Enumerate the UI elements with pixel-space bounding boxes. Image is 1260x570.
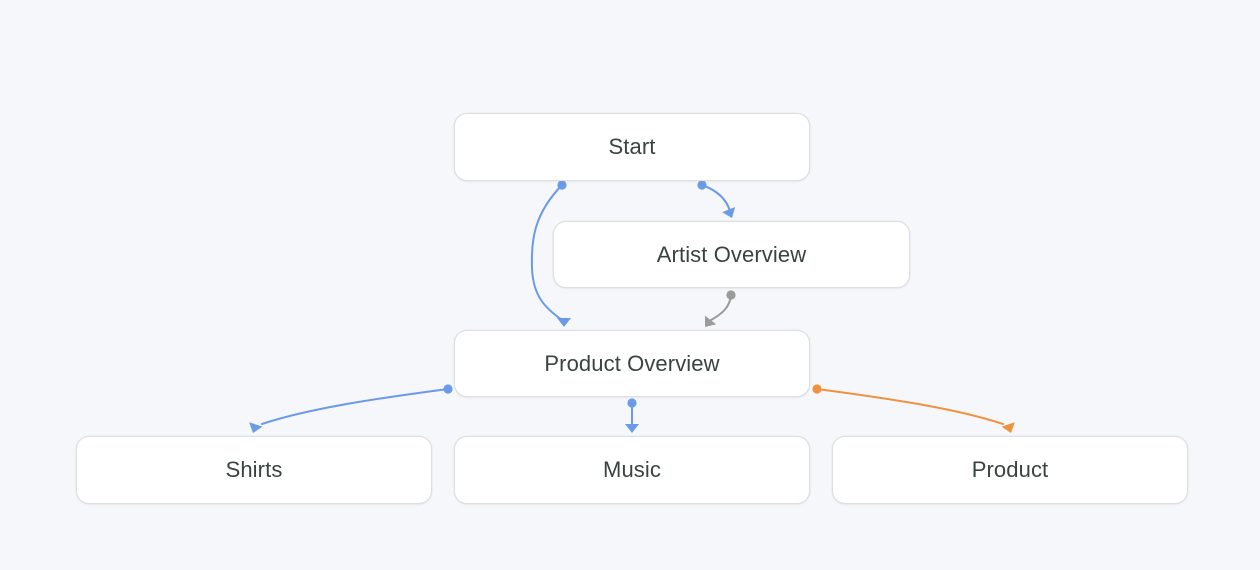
node-product[interactable]: Product [832, 436, 1188, 504]
edge-product-overview-to-music[interactable] [625, 398, 639, 433]
node-music[interactable]: Music [454, 436, 810, 504]
edge-arrowhead [625, 424, 639, 433]
edge-product-overview-to-product[interactable] [812, 384, 1017, 435]
node-artist-overview[interactable]: Artist Overview [553, 221, 910, 288]
edge-source-handle[interactable] [812, 384, 822, 394]
edge-path [701, 184, 731, 212]
edge-arrowhead [249, 422, 263, 433]
edge-path [261, 388, 449, 425]
edge-arrowhead [1001, 422, 1015, 433]
node-label: Artist Overview [656, 241, 807, 267]
edge-arrowhead [722, 207, 736, 218]
node-shirts[interactable]: Shirts [76, 436, 432, 504]
node-label: Music [603, 457, 661, 482]
edge-start-to-artist-overview[interactable] [697, 180, 738, 220]
edge-source-handle[interactable] [443, 384, 453, 394]
edge-source-handle[interactable] [697, 180, 707, 190]
node-start[interactable]: Start [454, 113, 810, 181]
edge-arrowhead [705, 315, 717, 327]
node-label: Product Overview [544, 350, 720, 376]
edge-source-handle[interactable] [557, 180, 567, 190]
edge-arrowhead [557, 318, 571, 327]
edge-source-handle[interactable] [726, 290, 736, 300]
edge-source-handle[interactable] [627, 398, 637, 408]
node-label: Start [608, 134, 656, 159]
edge-path [816, 388, 1004, 425]
node-product-overview[interactable]: Product Overview [454, 330, 810, 397]
edge-artist-overview-to-product-overview[interactable] [699, 290, 736, 331]
node-label: Shirts [225, 457, 283, 482]
node-label: Product [971, 457, 1049, 482]
edge-path [710, 294, 732, 321]
edge-product-overview-to-shirts[interactable] [246, 384, 453, 435]
